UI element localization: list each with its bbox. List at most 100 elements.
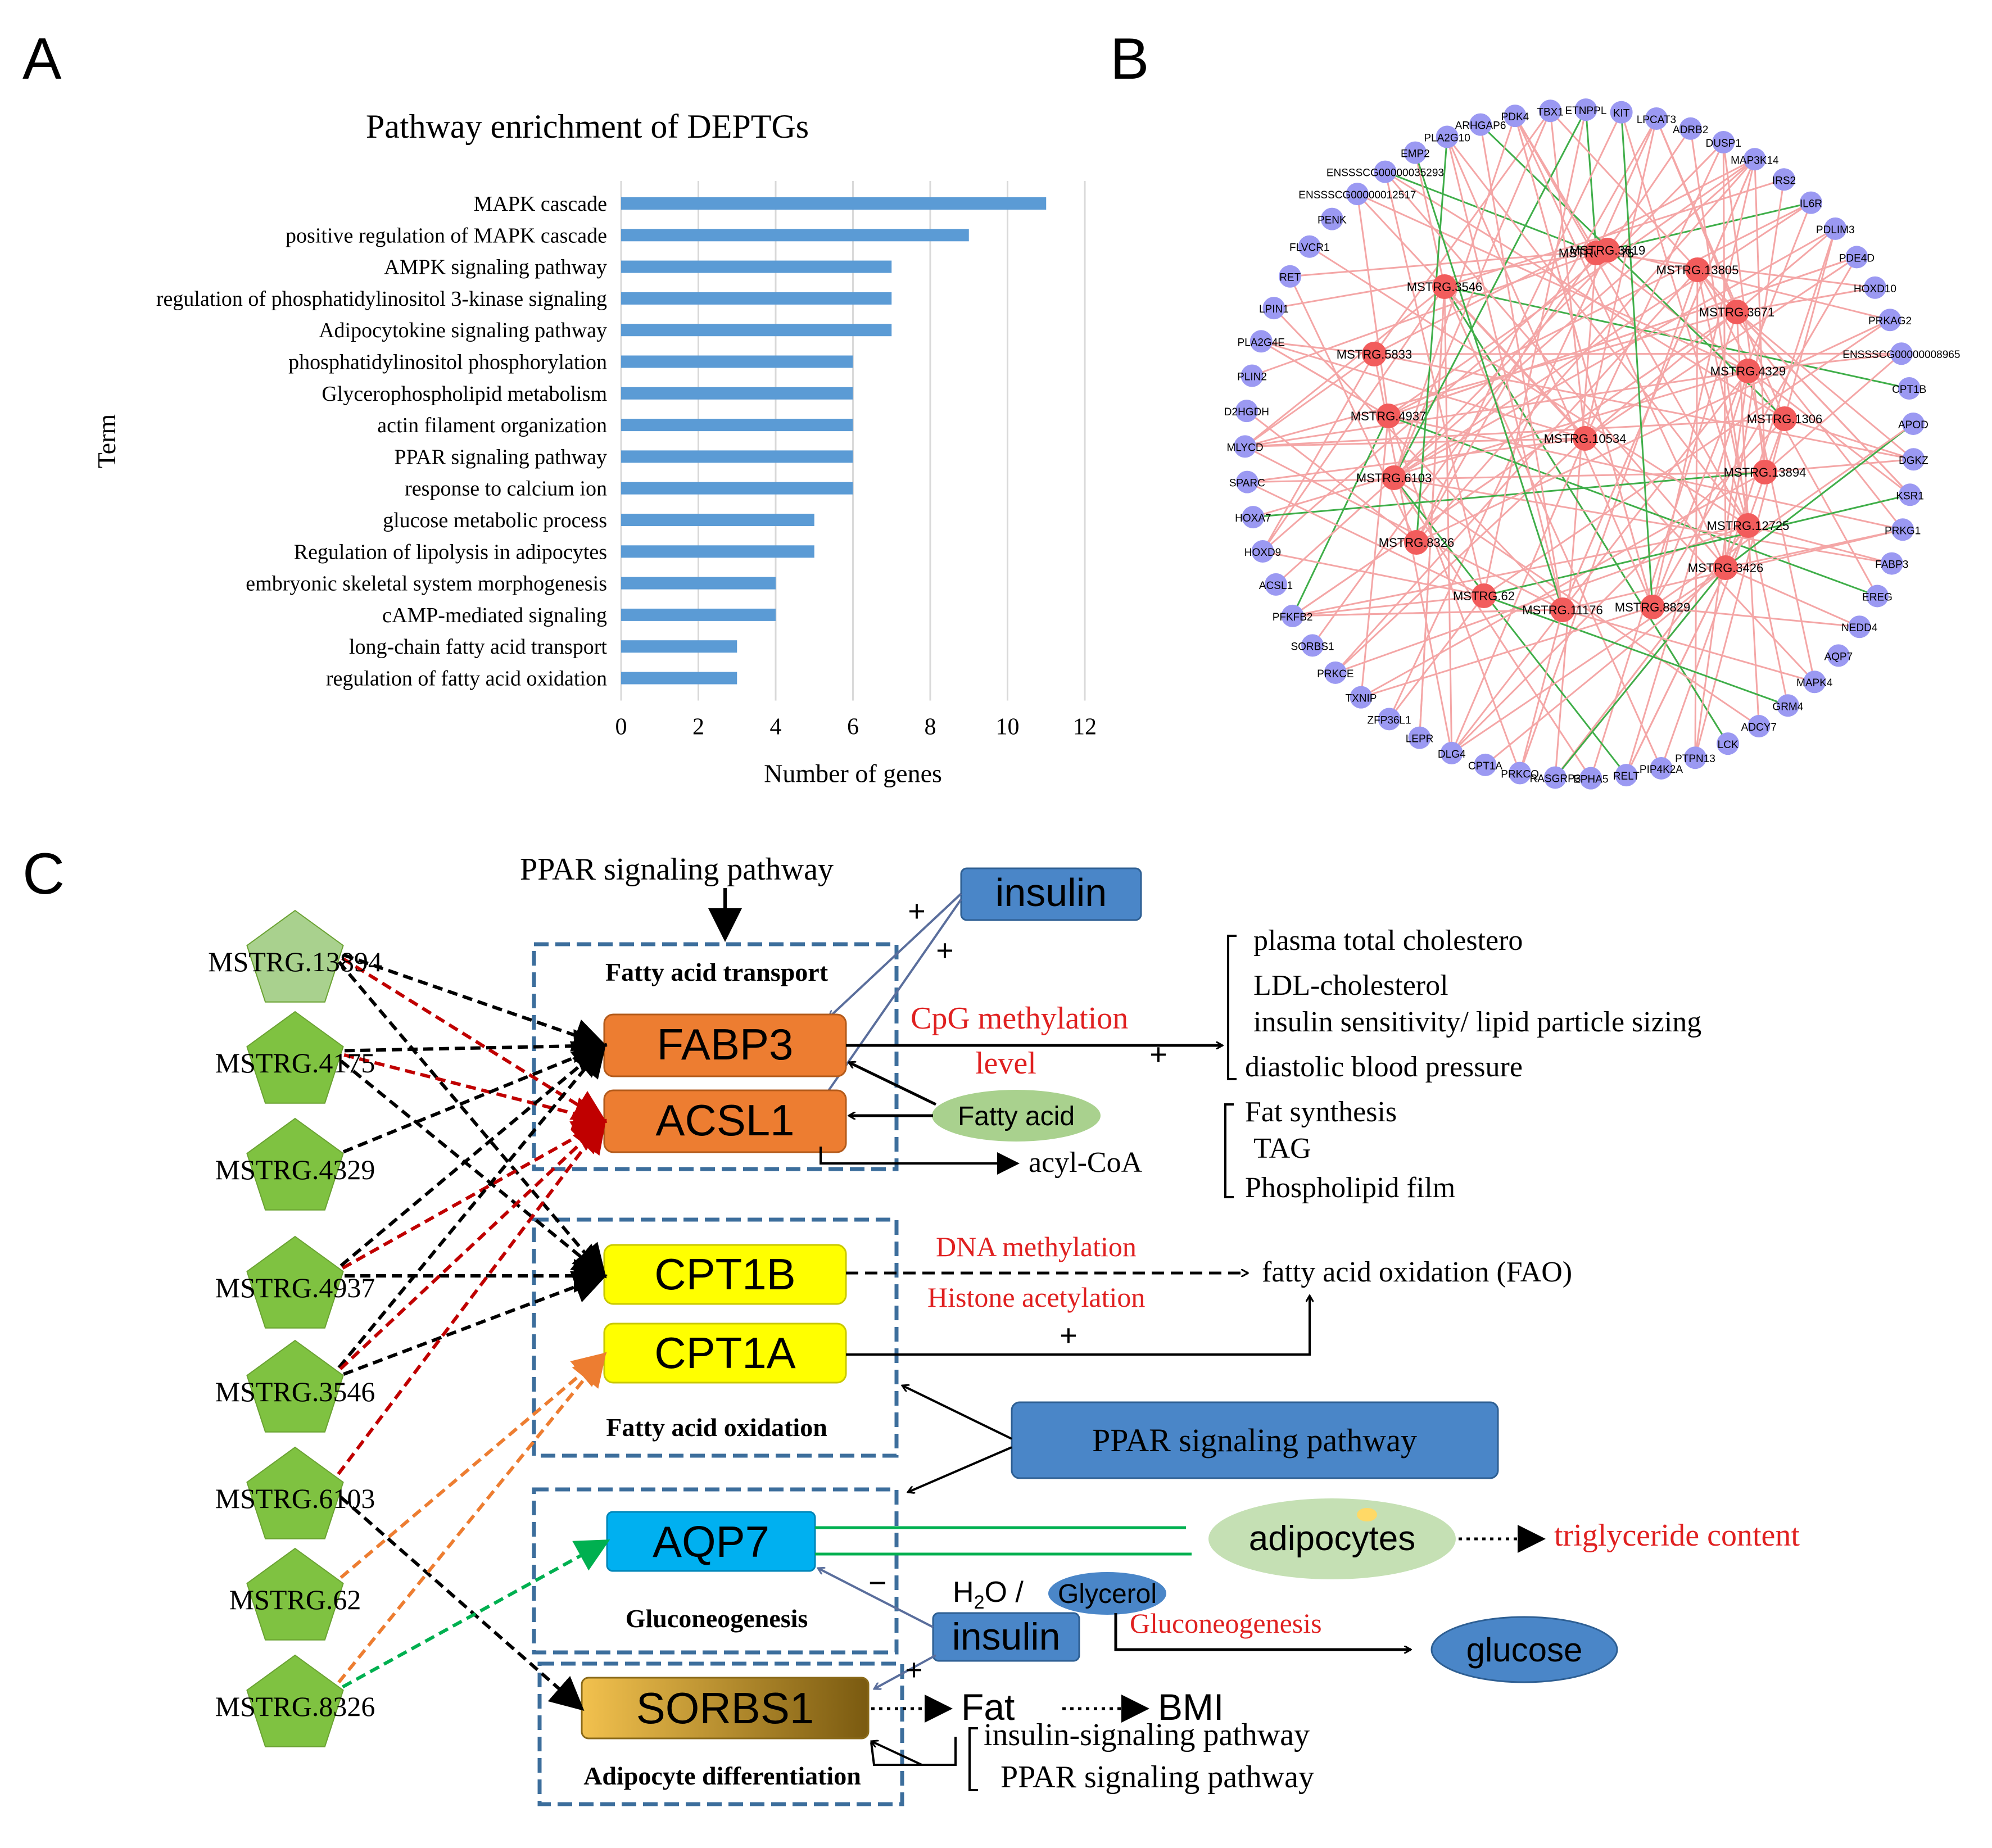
- triglyceride-label: triglyceride content: [1554, 1518, 1800, 1553]
- network-edge: [1784, 418, 1914, 460]
- cpt1a-fao-arrow: [846, 1296, 1310, 1356]
- network-edge: [1514, 115, 1727, 568]
- outcome1-3: diastolic blood pressure: [1245, 1051, 1523, 1083]
- mstrg-edge: [328, 1352, 607, 1589]
- leaf-label: AQP7: [1824, 651, 1853, 663]
- network-edge: [1244, 437, 1586, 447]
- leaf-node: [1574, 98, 1597, 121]
- leaf-node: [1863, 276, 1886, 299]
- insulin-label-top: insulin: [995, 871, 1107, 914]
- network-edge: [1451, 567, 1726, 754]
- network-edge: [1373, 110, 1551, 355]
- leaf-label: ZFP36L1: [1368, 714, 1411, 726]
- mstrg-pentagon: [246, 1117, 344, 1211]
- x-tick-label: 0: [615, 714, 627, 740]
- hub-label: MSTRG.1306: [1747, 412, 1823, 426]
- leaf-label: APOD: [1898, 419, 1928, 431]
- ppar-top-label: PPAR signaling pathway: [520, 852, 834, 887]
- leaf-label: PDE4D: [1839, 252, 1875, 264]
- category-label: AMPK signaling pathway: [384, 256, 607, 279]
- leaf-node: [1776, 694, 1799, 717]
- leaf-label: LCK: [1718, 739, 1739, 751]
- leaf-label: PDK4: [1501, 111, 1529, 123]
- network-edge: [1262, 354, 1375, 552]
- mstrg-edge: [328, 1029, 608, 1063]
- mstrg-edge: [328, 1049, 608, 1130]
- mstrg-edge: [327, 1118, 607, 1382]
- network-edge: [1360, 415, 1389, 697]
- bar: [621, 608, 776, 621]
- bar: [621, 450, 853, 463]
- leaf-node: [1251, 540, 1274, 563]
- hub-node: [1772, 406, 1797, 431]
- hub-node: [1713, 555, 1738, 580]
- leaf-node: [1615, 764, 1638, 787]
- outcomes2-bracket: [1224, 1103, 1234, 1198]
- network-edge: [1725, 423, 1914, 569]
- mstrg-pentagon: [246, 1011, 344, 1104]
- mstrg-edge: [328, 1485, 585, 1711]
- mstrg-edge: [328, 1043, 607, 1278]
- gluconeogenesis-label: Gluconeogenesis: [626, 1604, 808, 1633]
- bar: [621, 640, 737, 653]
- leaf-node: [1234, 435, 1257, 458]
- leaf-node: [1436, 125, 1459, 148]
- leaf-node: [1469, 113, 1492, 136]
- hub-node: [1640, 595, 1665, 619]
- hub-label: MSTRG.62: [1453, 589, 1515, 603]
- ppar-to-oxidation-arrow: [902, 1385, 1012, 1440]
- insulin-to-aqp7-arrow: [818, 1568, 934, 1628]
- x-axis-label: Number of genes: [764, 759, 942, 788]
- leaf-label: IL6R: [1800, 198, 1822, 210]
- leaf-node: [1262, 297, 1285, 320]
- network-edge: [1393, 477, 1760, 727]
- network-edge: [1652, 423, 1914, 608]
- leaf-node: [1902, 448, 1925, 471]
- hub-label: MSTRG.3546: [1407, 280, 1483, 294]
- x-tick-label: 10: [996, 714, 1020, 740]
- plus-sign-2: +: [936, 934, 954, 968]
- network-edge: [1724, 228, 1836, 568]
- adipocytes-ellipse: [1208, 1498, 1456, 1579]
- leaf-node: [1235, 400, 1258, 423]
- hub-node: [1362, 342, 1387, 366]
- network-edge: [1260, 341, 1389, 417]
- leaf-node: [1866, 585, 1889, 608]
- network-edge: [1384, 171, 1785, 420]
- leaf-node: [1717, 732, 1740, 755]
- plus-sign-1: +: [908, 894, 926, 929]
- leaf-node: [1265, 573, 1288, 596]
- leaf-node: [1241, 364, 1264, 387]
- network-edge: [1606, 128, 1691, 251]
- x-tick-label: 4: [770, 714, 782, 740]
- bar: [621, 577, 776, 590]
- leaf-label: MLYCD: [1226, 442, 1263, 454]
- network-edge: [1736, 311, 1914, 460]
- leaf-node: [1743, 148, 1766, 171]
- cpt1b-label: CPT1B: [654, 1249, 795, 1299]
- hub-label: MSTRG.8326: [1379, 536, 1455, 550]
- network-edge: [1253, 471, 1765, 518]
- network-edge: [1694, 269, 1699, 758]
- category-label: embryonic skeletal system morphogenesis: [246, 572, 607, 596]
- hub-label: MSTRG.3671: [1699, 305, 1775, 319]
- ppar-box-label: PPAR signaling pathway: [1092, 1422, 1417, 1459]
- network-edge: [1483, 109, 1587, 596]
- leaf-label: KSR1: [1896, 490, 1924, 502]
- network-edge: [1244, 353, 1375, 447]
- network-edge: [1725, 567, 1860, 628]
- network-edge: [1393, 141, 1724, 479]
- leaf-label: SPARC: [1229, 478, 1265, 490]
- mstrg-pentagon: [246, 1235, 344, 1329]
- leaf-node: [1679, 117, 1702, 140]
- minus-sign: −: [868, 1565, 887, 1600]
- outcome2-0: Fat synthesis: [1245, 1096, 1397, 1128]
- category-label: response to calcium ion: [405, 477, 607, 501]
- bar: [621, 672, 737, 685]
- network-edge: [1262, 550, 1484, 597]
- chart-title: Pathway enrichment of DEPTGs: [366, 108, 809, 145]
- fatty-acid-label: Fatty acid: [958, 1102, 1075, 1131]
- leaf-node: [1899, 483, 1922, 506]
- hub-label: MSTRG.4937: [1351, 409, 1427, 423]
